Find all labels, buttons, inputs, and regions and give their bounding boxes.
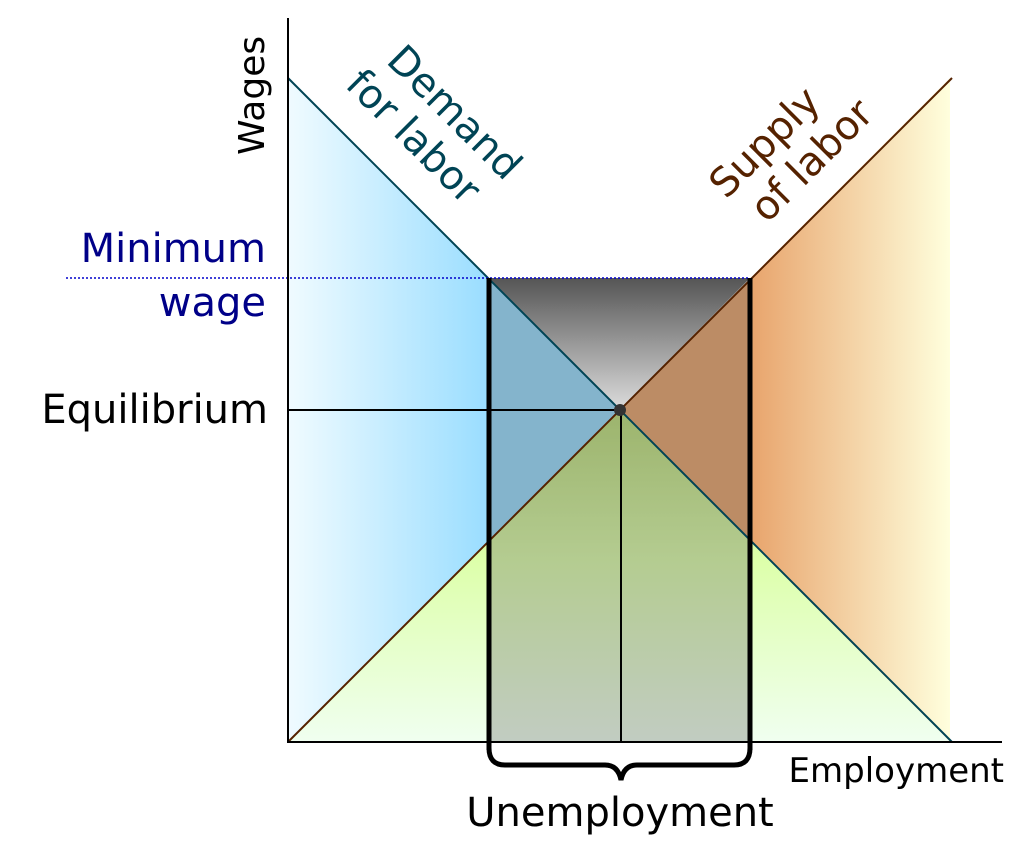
employment-region	[288, 410, 950, 742]
x-axis-label: Employment	[789, 751, 1004, 791]
unemployment-label: Unemployment	[466, 790, 773, 836]
equilibrium-label: Equilibrium	[41, 387, 268, 433]
y-axis-label: Wages	[232, 36, 273, 155]
minimum-wage-label-line1: Minimum	[81, 226, 266, 272]
minimum-wage-label-line2: wage	[159, 280, 266, 326]
supply-region	[619, 78, 950, 742]
surplus-triangle	[489, 278, 750, 410]
equilibrium-point	[614, 404, 626, 416]
unemployment-brace	[486, 747, 753, 781]
